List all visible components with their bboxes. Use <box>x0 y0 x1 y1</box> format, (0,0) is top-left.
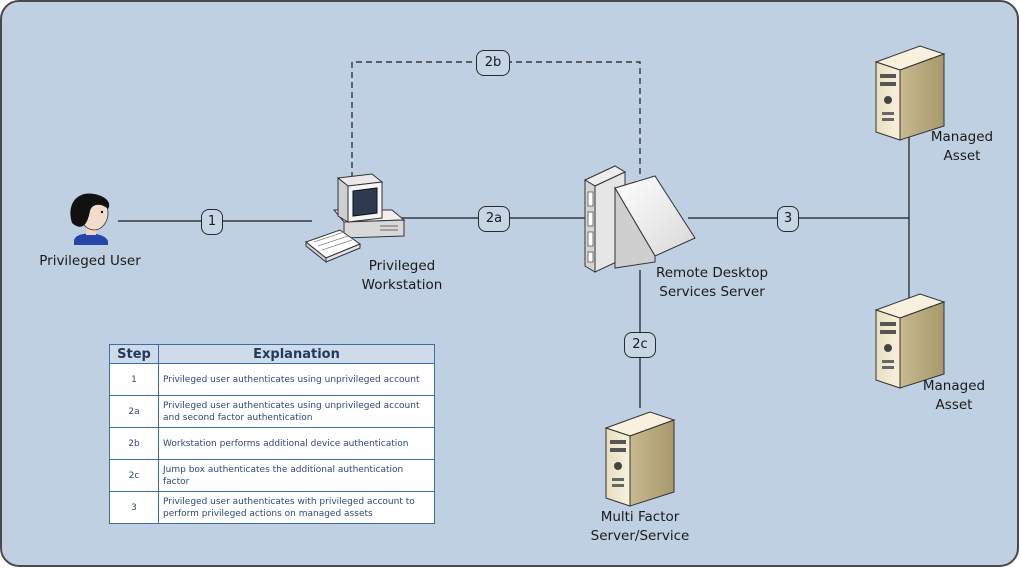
table-cell-explanation: Workstation performs additional device a… <box>158 427 435 460</box>
header-step: Step <box>109 344 159 364</box>
table-row: 1 Privileged user authenticates using un… <box>109 363 435 396</box>
table-cell-step: 2b <box>109 427 159 460</box>
table-cell-explanation: Privileged user authenticates using unpr… <box>158 363 435 396</box>
workstation-label-line1: Privileged <box>368 258 436 274</box>
header-explanation: Explanation <box>158 344 435 364</box>
managed-asset-bottom-line2: Asset <box>935 397 973 413</box>
step-badge-1: 1 <box>201 209 223 235</box>
workstation-icon <box>304 173 406 264</box>
table-cell-explanation: Privileged user authenticates using unpr… <box>158 395 435 428</box>
mfa-label: Multi Factor Server/Service <box>580 508 700 546</box>
rds-label-line2: Services Server <box>659 284 765 300</box>
step-badge-2a: 2a <box>478 206 510 232</box>
managed-asset-label-bottom: Managed Asset <box>908 377 1000 415</box>
table-row: 2c Jump box authenticates the additional… <box>109 459 435 492</box>
managed-asset-server-icon <box>874 45 946 141</box>
rds-label-line1: Remote Desktop <box>655 265 769 281</box>
workstation-label: Privileged Workstation <box>342 257 462 295</box>
rds-server-icon <box>583 165 696 273</box>
managed-asset-server-icon <box>874 293 946 389</box>
mfa-server-icon <box>604 411 676 507</box>
table-cell-step: 2c <box>109 459 159 492</box>
table-cell-explanation: Jump box authenticates the additional au… <box>158 459 435 492</box>
table-row: 2a Privileged user authenticates using u… <box>109 395 435 428</box>
table-cell-step: 1 <box>109 363 159 396</box>
managed-asset-bottom-line1: Managed <box>922 378 986 394</box>
mfa-label-line1: Multi Factor <box>600 509 680 525</box>
steps-table: Step Explanation 1 Privileged user authe… <box>109 344 435 524</box>
managed-asset-top-line2: Asset <box>943 148 981 164</box>
rds-label: Remote Desktop Services Server <box>650 264 774 302</box>
privileged-user-label: Privileged User <box>39 253 141 269</box>
mfa-label-line2: Server/Service <box>590 528 690 544</box>
step-badge-3: 3 <box>777 206 799 232</box>
table-cell-step: 3 <box>109 491 159 524</box>
user-icon <box>70 193 110 245</box>
step-badge-2c: 2c <box>624 332 656 358</box>
workstation-label-line2: Workstation <box>361 277 443 293</box>
table-cell-explanation: Privileged user authenticates with privi… <box>158 491 435 524</box>
managed-asset-label-top: Managed Asset <box>916 128 1008 166</box>
managed-asset-top-line1: Managed <box>930 129 994 145</box>
steps-table-header: Step Explanation <box>109 344 435 364</box>
table-row: 2b Workstation performs additional devic… <box>109 427 435 460</box>
step-badge-2b: 2b <box>476 50 510 76</box>
table-cell-step: 2a <box>109 395 159 428</box>
table-row: 3 Privileged user authenticates with pri… <box>109 491 435 524</box>
